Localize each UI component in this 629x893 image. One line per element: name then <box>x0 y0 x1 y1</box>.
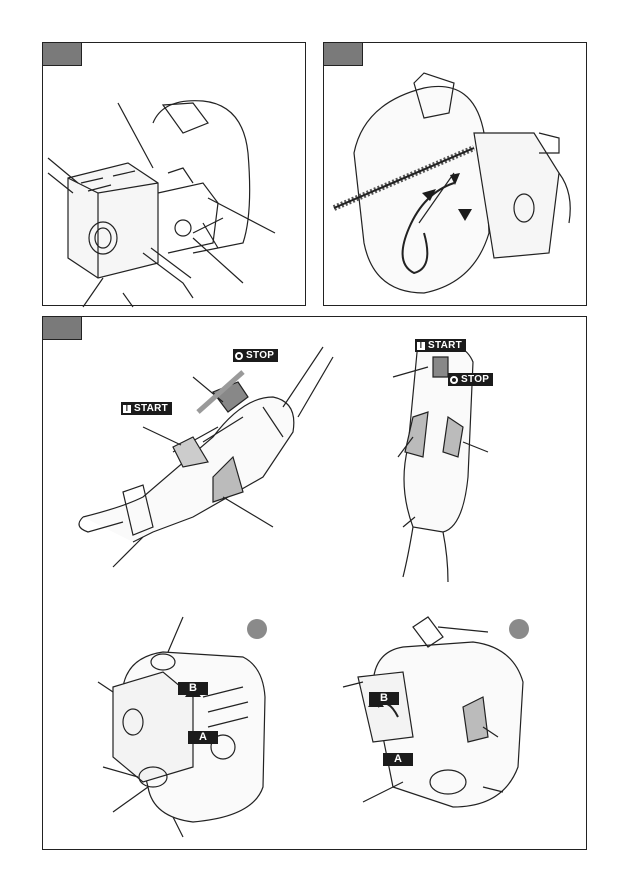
stop-symbol-icon <box>235 352 243 360</box>
label-a-left: A <box>188 731 218 744</box>
label-a-right: A <box>383 753 413 766</box>
start-symbol-icon: I <box>417 342 425 350</box>
fuel-hose-illustration <box>324 43 588 307</box>
stop-symbol-icon <box>450 376 458 384</box>
figure-panel-top-left <box>42 42 306 306</box>
start-symbol-icon: I <box>123 405 131 413</box>
figure-panel-top-right <box>323 42 587 306</box>
circle-marker-icon <box>509 619 529 639</box>
label-b-left: B <box>178 682 208 695</box>
circle-marker-icon <box>247 619 267 639</box>
label-b-right: B <box>369 692 399 705</box>
stop-label-right: STOP <box>448 373 493 386</box>
handle-and-engine-illustrations <box>43 317 588 851</box>
air-filter-illustration <box>43 43 307 307</box>
stop-label-left: STOP <box>233 349 278 362</box>
